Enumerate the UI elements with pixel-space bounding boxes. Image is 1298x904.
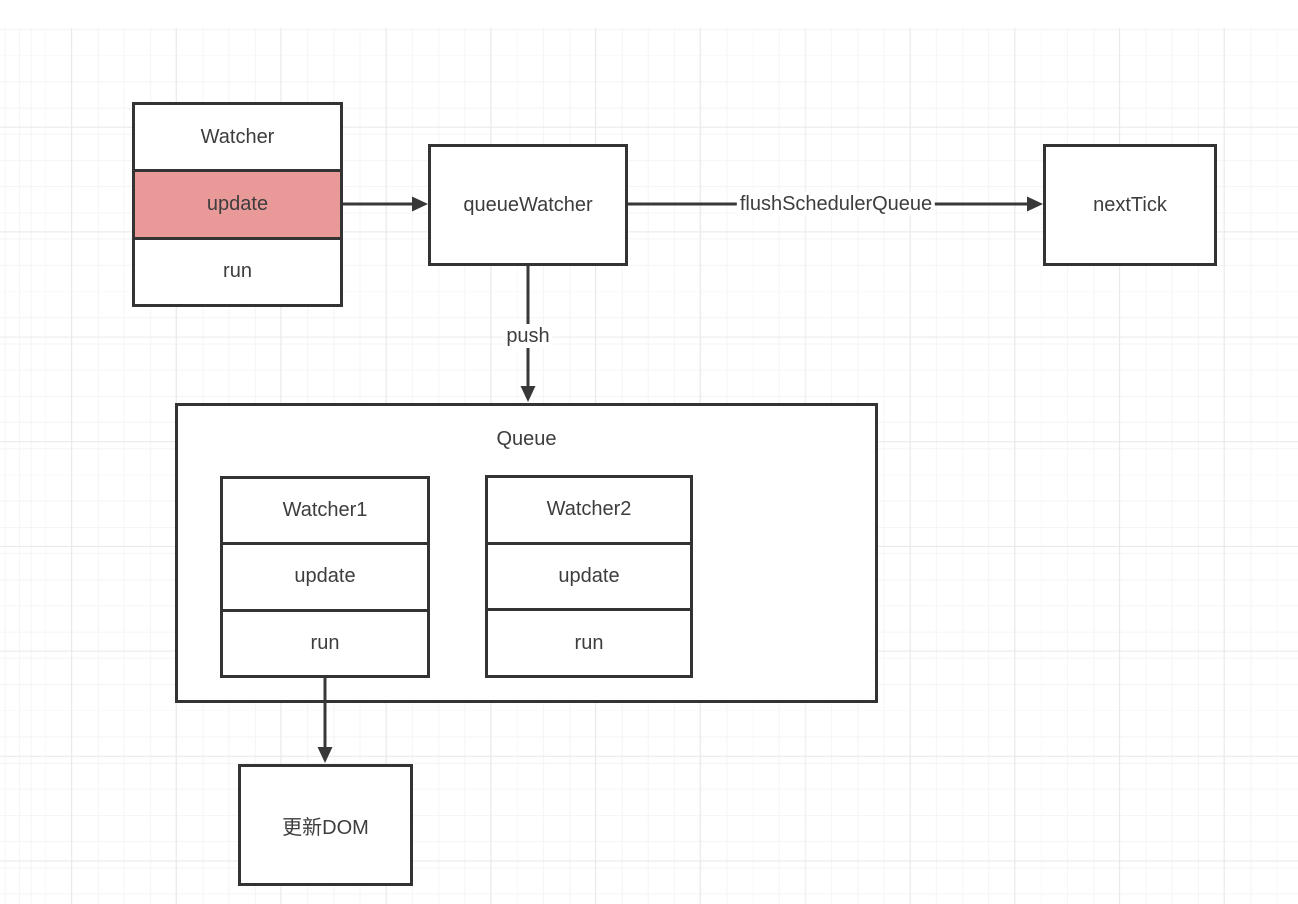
node-watcher2[interactable]: Watcher2 update run bbox=[485, 475, 693, 678]
edge-label-push: push bbox=[503, 324, 553, 348]
node-next-tick-label: nextTick bbox=[1093, 193, 1167, 216]
edge-update-to-queue-watcher[interactable] bbox=[343, 196, 428, 212]
node-watcher1-update-row[interactable]: update bbox=[223, 545, 427, 612]
node-watcher2-run-label: run bbox=[574, 631, 604, 654]
edge-label-flush-scheduler-queue: flushSchedulerQueue bbox=[736, 192, 936, 216]
node-watcher-title-row[interactable]: Watcher bbox=[135, 105, 340, 173]
node-watcher1-title: Watcher1 bbox=[282, 499, 368, 522]
node-watcher2-update-row[interactable]: update bbox=[488, 544, 690, 612]
node-watcher2-update-label: update bbox=[558, 565, 620, 587]
node-update-dom-label: 更新DOM bbox=[282, 816, 369, 839]
node-watcher-update-row[interactable]: update bbox=[135, 172, 340, 240]
node-queue-watcher[interactable]: queueWatcher bbox=[428, 144, 628, 266]
node-watcher-update-label: update bbox=[206, 192, 269, 215]
node-watcher-run-row[interactable]: run bbox=[135, 239, 340, 304]
node-watcher1-title-row[interactable]: Watcher1 bbox=[223, 479, 427, 546]
node-watcher1-run-label: run bbox=[310, 631, 340, 654]
node-watcher2-run-row[interactable]: run bbox=[488, 611, 690, 676]
node-update-dom[interactable]: 更新DOM bbox=[238, 764, 413, 886]
node-watcher1-run-row[interactable]: run bbox=[223, 611, 427, 675]
node-watcher1-update-label: update bbox=[294, 565, 356, 588]
node-next-tick[interactable]: nextTick bbox=[1043, 144, 1217, 266]
node-watcher[interactable]: Watcher update run bbox=[132, 102, 343, 307]
node-queue-watcher-label: queueWatcher bbox=[463, 193, 593, 216]
node-queue-title: Queue bbox=[496, 428, 557, 450]
node-watcher-title: Watcher bbox=[200, 125, 275, 148]
node-watcher-run-label: run bbox=[223, 260, 252, 283]
node-watcher2-title: Watcher2 bbox=[546, 498, 632, 521]
canvas-top-margin bbox=[0, 0, 1298, 28]
node-watcher2-title-row[interactable]: Watcher2 bbox=[488, 478, 690, 545]
node-watcher1[interactable]: Watcher1 update run bbox=[220, 476, 430, 678]
